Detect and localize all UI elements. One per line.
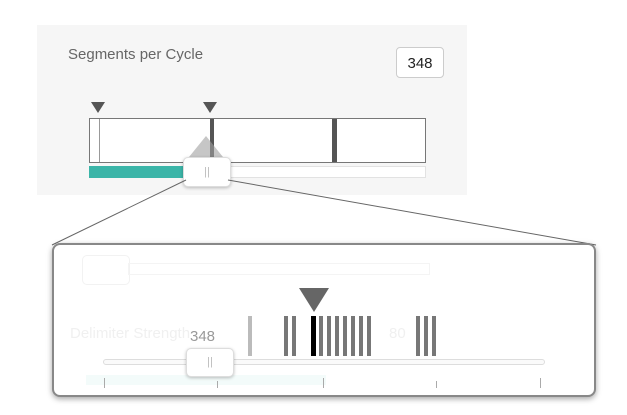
magnifier-view: Delimiter Strength 80 [52, 243, 596, 397]
segment-mark [424, 316, 428, 356]
faded-delimiter-label: Delimiter Strength [70, 325, 191, 342]
segment-mark [335, 316, 339, 356]
segment-bar [89, 118, 426, 163]
segment-mark [432, 316, 436, 356]
segment-mark [416, 316, 420, 356]
segment-mark [327, 316, 331, 356]
current-segment-mark [311, 316, 316, 356]
segment-mark [359, 316, 363, 356]
slider-tick [323, 378, 324, 388]
zoomed-value-label: 348 [190, 328, 216, 345]
slider-tick [436, 381, 437, 388]
segments-value-input[interactable]: 348 [396, 47, 444, 78]
segment-mark [284, 316, 288, 356]
slider-tick [104, 378, 105, 388]
zoomed-slider-track[interactable] [103, 359, 545, 365]
slider-handle[interactable]: || [183, 157, 231, 187]
marker-triangle-icon [91, 102, 105, 113]
current-marker-triangle-icon [299, 288, 329, 312]
segment-mark [367, 316, 371, 356]
segment-mark [248, 316, 252, 356]
zoomed-slider-handle[interactable]: || [186, 348, 234, 377]
slider-fill [89, 166, 187, 178]
segment-mark [343, 316, 347, 356]
slider-tick [540, 378, 541, 388]
segments-per-cycle-label: Segments per Cycle [68, 46, 204, 63]
faded-delimiter-value: 80 [389, 325, 406, 342]
segment-mark [319, 316, 323, 356]
slider-tick [217, 381, 218, 388]
pointer-triangle-icon [189, 136, 223, 157]
segment-mark [292, 316, 296, 356]
segment-mark [351, 316, 355, 356]
marker-triangle-icon [203, 102, 217, 113]
